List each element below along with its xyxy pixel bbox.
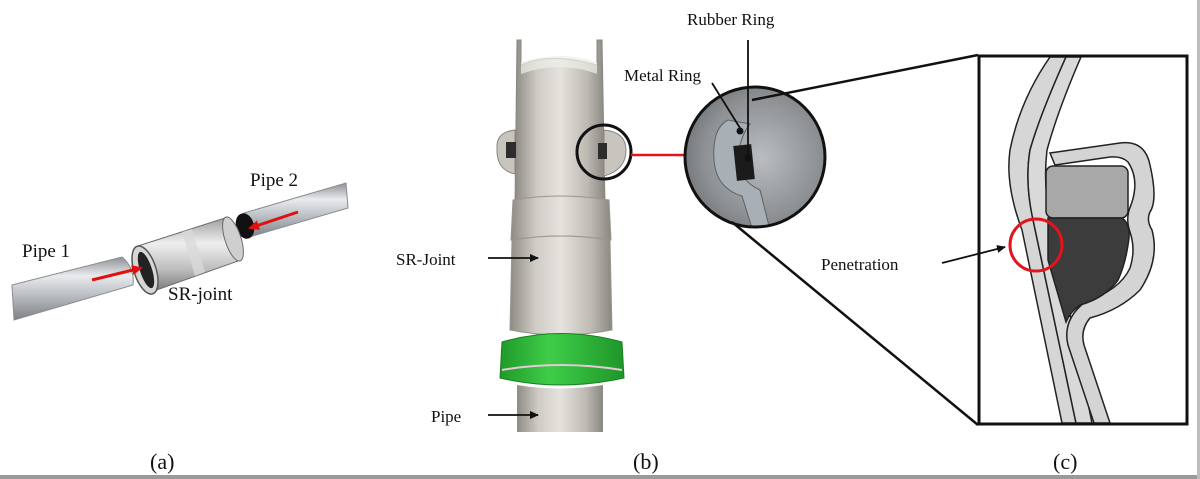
label-sr-joint-a: SR-joint: [168, 284, 233, 305]
label-rubber-ring: Rubber Ring: [687, 10, 775, 29]
label-penetration: Penetration: [821, 255, 899, 274]
penetration-highlight: [1008, 217, 1064, 273]
arrow-penetration: [941, 245, 1006, 264]
label-metal-ring: Metal Ring: [624, 66, 701, 85]
cross-section-diagram: [980, 57, 1186, 423]
arrow-pipe1-into-joint: [91, 265, 143, 282]
detail-circle-small: [575, 123, 633, 181]
leader-metal-ring: [711, 82, 741, 129]
rubber-ring-dot: [744, 154, 752, 162]
caption-a: (a): [150, 449, 174, 474]
projection-line-bottom: [731, 221, 979, 426]
arrow-pipe2-into-joint: [248, 210, 299, 230]
metal-ring-dot: [736, 127, 744, 135]
label-pipe-1: Pipe 1: [22, 241, 70, 262]
pipe-1-graphic: [11, 256, 134, 321]
panel-c: Penetration (c): [821, 54, 1189, 474]
caption-b: (b): [633, 449, 659, 474]
projection-line-top: [751, 53, 979, 102]
panel-b: Rubber Ring Metal Ring SR-Joint Pipe (b): [396, 10, 827, 474]
pipe-2-graphic: [235, 182, 349, 239]
detail-box-frame: [977, 54, 1189, 426]
cutaway-joint-photo: [496, 39, 627, 432]
right-border: [1197, 0, 1200, 479]
label-sr-joint-b: SR-Joint: [396, 250, 456, 269]
panel-a: Pipe 1 Pipe 2 SR-joint (a): [11, 170, 349, 474]
sr-joint-graphic: [131, 216, 244, 295]
label-pipe-b: Pipe: [431, 407, 461, 426]
magnified-detail: [683, 85, 827, 229]
bottom-border: [0, 475, 1200, 479]
label-pipe-2: Pipe 2: [250, 170, 298, 191]
caption-c: (c): [1053, 449, 1077, 474]
